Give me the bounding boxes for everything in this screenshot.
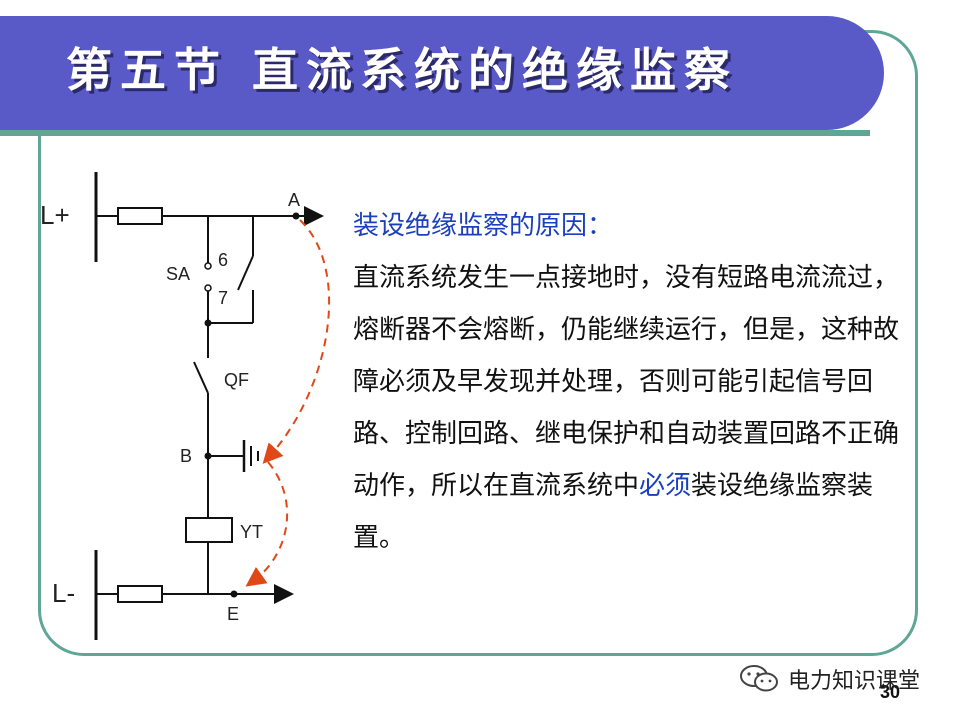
label-e: E	[227, 604, 239, 624]
label-sa: SA	[166, 264, 190, 284]
title-bar	[0, 16, 884, 130]
body-part-1: 直流系统发生一点接地时，没有短路电流流过，熔断器不会熔断，仍能继续运行，但是，这…	[353, 263, 900, 501]
explanation-body: 直流系统发生一点接地时，没有短路电流流过，熔断器不会熔断，仍能继续运行，但是，这…	[353, 252, 913, 564]
bypass-switch-blade	[237, 255, 254, 291]
sa-contact-6	[204, 262, 212, 270]
label-yt: YT	[240, 522, 263, 542]
fault-path-a-to-b	[262, 219, 330, 464]
label-l-plus: L+	[40, 200, 70, 230]
explanation-text: 装设绝缘监察的原因： 直流系统发生一点接地时，没有短路电流流过，熔断器不会熔断，…	[353, 200, 913, 564]
watermark-text: 电力知识课堂	[788, 669, 921, 694]
label-l-minus: L-	[52, 578, 75, 608]
label-qf: QF	[224, 370, 249, 390]
qf-switch-blade	[193, 361, 209, 394]
slide-title: 第五节 直流系统的绝缘监察	[66, 43, 739, 97]
label-b: B	[180, 446, 192, 466]
sa-contact-7	[204, 284, 212, 292]
top-fuse	[117, 207, 163, 225]
watermark: 电力知识课堂	[738, 662, 920, 696]
bottom-fuse	[117, 585, 163, 603]
body-highlight: 必须	[639, 471, 692, 501]
wechat-icon	[740, 665, 778, 692]
yt-coil	[185, 517, 233, 543]
fault-path-b-to-e	[245, 461, 289, 587]
explanation-heading: 装设绝缘监察的原因：	[353, 211, 614, 241]
node-e	[230, 590, 238, 598]
label-seven: 7	[218, 288, 228, 308]
label-a: A	[288, 190, 300, 210]
page-number: 30	[880, 682, 901, 702]
node-a	[292, 212, 300, 220]
title-underline	[0, 130, 870, 136]
body-part-2: 装设绝缘监察装置。	[353, 471, 874, 553]
label-six: 6	[218, 250, 228, 270]
